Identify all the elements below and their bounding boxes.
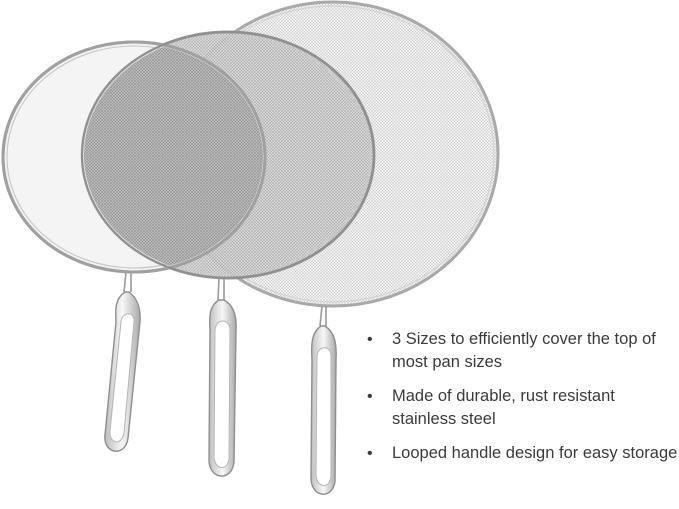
bullet-dot-icon: • (367, 331, 373, 348)
bullet-dot-icon: • (367, 445, 373, 462)
feature-text: 3 Sizes to efficiently cover the top of … (392, 330, 656, 371)
mesh-overlap (84, 44, 263, 270)
feature-item: • 3 Sizes to efficiently cover the top o… (366, 328, 679, 374)
feature-text: Made of durable, rust resistant stainles… (392, 387, 615, 428)
feature-text: Looped handle design for easy storage (392, 444, 678, 462)
feature-item: • Made of durable, rust resistant stainl… (366, 385, 679, 431)
feature-item: • Looped handle design for easy storage (366, 442, 679, 465)
bullet-dot-icon: • (367, 388, 373, 405)
feature-list: • 3 Sizes to efficiently cover the top o… (366, 328, 679, 465)
